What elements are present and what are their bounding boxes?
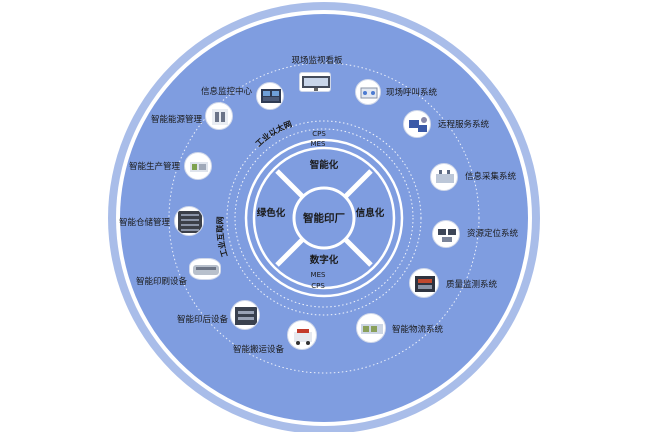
divider-se [340, 234, 373, 267]
inner-dotted-ring-1 [226, 120, 422, 316]
quadrant-top-label: 智能化 [309, 160, 339, 171]
node-label-remote-service: 远程服务系统 [438, 120, 490, 130]
node-label-data-collection: 信息采集系统 [465, 172, 517, 182]
resource-locate-icon [432, 220, 460, 248]
node-label-printing: 智能印刷设备 [135, 277, 187, 287]
inner-dotted-ring-2 [234, 128, 414, 308]
printing-equipment-icon [189, 258, 221, 280]
logistics-icon [356, 313, 386, 343]
inner-solid-ring [244, 138, 404, 298]
node-label-monitor-board: 现场监视看板 [291, 56, 343, 66]
node-label-postpress: 智能印后设备 [176, 315, 228, 325]
node-label-logistics: 智能物流系统 [392, 325, 444, 335]
divider-nw [275, 169, 308, 202]
quality-monitor-icon [409, 268, 439, 298]
energy-icon [205, 102, 233, 130]
quadrant-ring [252, 146, 396, 290]
monitor-board-icon [299, 72, 331, 92]
remote-service-icon [403, 110, 431, 138]
center-label: 智能印厂 [303, 212, 345, 225]
monitor-center-icon [256, 82, 284, 110]
node-label-handling: 智能搬运设备 [232, 345, 284, 355]
postpress-equipment-icon [230, 300, 260, 330]
quadrant-right-label: 信息化 [355, 208, 385, 219]
data-collection-icon [430, 163, 458, 191]
node-orbit [168, 62, 480, 374]
production-icon [184, 152, 212, 180]
handling-equipment-icon [287, 320, 317, 350]
divider-sw [275, 234, 308, 267]
node-label-resource-locate: 资源定位系统 [467, 229, 519, 239]
tag-top-mes: MES [310, 140, 326, 148]
node-label-call-system: 现场呼叫系统 [386, 88, 438, 98]
tag-bottom-cps: CPS [311, 282, 325, 290]
call-system-icon [355, 79, 381, 105]
center-circle [292, 186, 356, 250]
quadrant-left-label: 绿色化 [256, 208, 286, 219]
node-label-production: 智能生产管理 [128, 162, 180, 172]
node-label-quality-monitor: 质量监测系统 [446, 280, 498, 290]
node-label-warehouse: 智能仓储管理 [118, 218, 170, 228]
node-label-energy: 智能能源管理 [150, 115, 202, 125]
tag-bottom-mes: MES [310, 271, 326, 279]
warehouse-icon [174, 206, 204, 236]
divider-ne [340, 169, 373, 202]
tag-top-cps: CPS [312, 130, 326, 138]
quadrant-bottom-label: 数字化 [309, 255, 339, 266]
node-label-monitor-center: 信息监控中心 [200, 87, 252, 97]
